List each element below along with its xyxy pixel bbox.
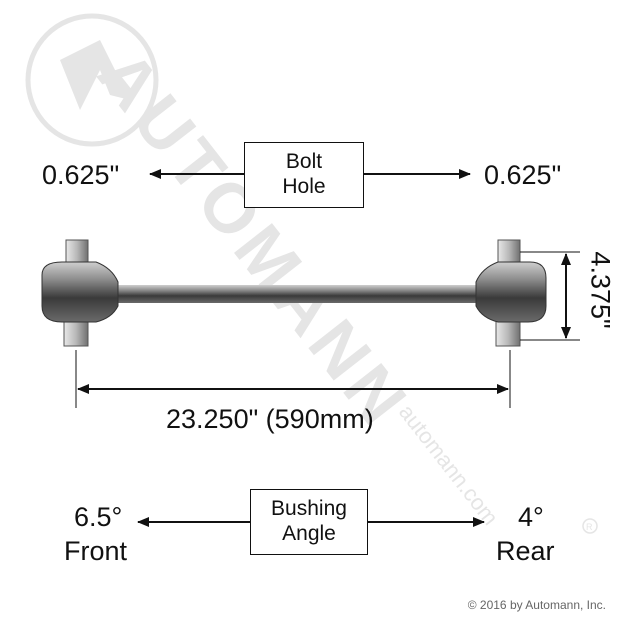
bolt-hole-box: Bolt Hole	[244, 142, 364, 208]
bolt-hole-right-value: 0.625"	[484, 160, 562, 190]
bushing-angle-label-line1: Bushing	[271, 497, 347, 520]
length-dimension-value: 23.250" (590mm)	[166, 404, 374, 434]
torque-rod-image	[41, 239, 547, 347]
bushing-angle-box: Bushing Angle	[250, 489, 368, 555]
bushing-front-value: 6.5°	[74, 502, 123, 532]
bushing-front-label: Front	[64, 536, 128, 566]
bushing-rear-label: Rear	[496, 536, 555, 566]
bolt-hole-left-value: 0.625"	[42, 160, 120, 190]
bushing-rear-value: 4°	[518, 502, 544, 532]
height-dimension-value: 4.375"	[585, 251, 616, 329]
bolt-hole-label-line2: Hole	[282, 175, 326, 198]
bushing-angle-label-line2: Angle	[282, 522, 336, 545]
bolt-hole-label-line1: Bolt	[285, 150, 323, 173]
copyright-notice: © 2016 by Automann, Inc.	[467, 598, 606, 612]
